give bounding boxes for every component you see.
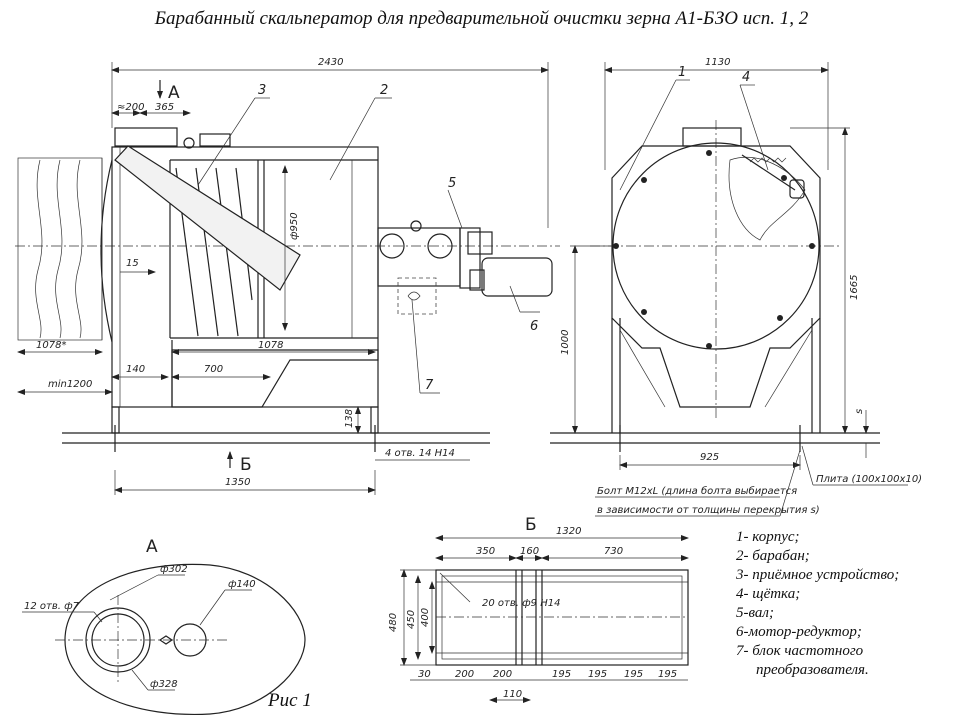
flange-outline <box>64 563 306 716</box>
dim-base-length: 1350 <box>225 477 250 488</box>
legend-item: 3- приёмное устройство; <box>736 567 900 583</box>
dim-drum-length: 1078 <box>258 340 283 351</box>
dim-overall-length: 2430 <box>318 57 343 68</box>
view-a-label: А <box>146 537 158 557</box>
dim-holes-a: 12 отв. ф7 <box>24 601 80 612</box>
dim-inner-offset: 140 <box>126 364 145 375</box>
dim-gap: 15 <box>126 258 139 269</box>
dim-b-160: 160 <box>520 546 539 557</box>
dim-leg-height: 138 <box>344 409 355 428</box>
section-mark-b: Б <box>240 455 252 475</box>
dim-inlet-width: 365 <box>155 102 174 113</box>
dim-drum-pull-length: 1078* <box>36 340 66 351</box>
dim-b-195a: 195 <box>552 669 571 680</box>
dim-overall-length-b: 1320 <box>556 526 581 537</box>
dim-b-450: 450 <box>406 610 417 629</box>
section-mark-a: А <box>168 83 180 103</box>
inlet-chute <box>114 145 301 291</box>
dim-floor-thickness: s <box>854 409 865 414</box>
frequency-converter-box <box>397 277 437 315</box>
dim-small-diameter: ф140 <box>228 579 256 590</box>
dim-b-195b: 195 <box>588 669 607 680</box>
motor-reducer <box>481 257 553 297</box>
dim-b-195c: 195 <box>624 669 643 680</box>
legend-item: преобразователя. <box>756 662 869 678</box>
drawing-title: Барабанный скальператор для предваритель… <box>154 8 809 29</box>
figure-caption: Рис 1 <box>268 690 312 711</box>
dim-drum-diameter: ф950 <box>289 212 300 240</box>
legend-item: 7- блок частотного <box>736 643 864 659</box>
view-b: Б 1320 350 160 730 480 450 400 20 отв. ф… <box>388 515 689 703</box>
inlet-flange-front <box>682 127 742 147</box>
legend-item: 6-мотор-редуктор; <box>736 624 862 640</box>
dim-outer-diameter: ф328 <box>150 679 178 690</box>
dim-b-110: 110 <box>503 689 522 700</box>
dim-hopper-length: 700 <box>204 364 223 375</box>
dim-b-350: 350 <box>476 546 495 557</box>
callout-2: 2 <box>380 83 388 98</box>
dim-holes-b: 20 отв. ф9 Н14 <box>482 598 560 609</box>
legend-item: 5-вал; <box>736 605 774 621</box>
dim-inlet-offset: ≈200 <box>117 102 144 113</box>
dim-mount-holes: 4 отв. 14 Н14 <box>385 448 455 459</box>
view-b-label: Б <box>525 515 537 535</box>
callout-5: 5 <box>448 176 456 191</box>
parts-legend: 1- корпус; 2- барабан; 3- приёмное устро… <box>736 528 899 680</box>
legend-item: 1- корпус; <box>736 529 800 545</box>
dim-overall-height: 1665 <box>849 275 860 300</box>
dim-overall-width: 1130 <box>705 57 730 68</box>
callout-3: 3 <box>258 83 266 98</box>
discharge-hopper <box>171 349 379 408</box>
brush-cutaway <box>728 157 806 241</box>
callout-7: 7 <box>425 378 434 393</box>
dim-b-480: 480 <box>388 613 399 632</box>
dim-inner-diameter: ф302 <box>160 564 188 575</box>
inlet-flange <box>114 127 178 147</box>
side-view: А Б 2430 ≈200 365 ф950 15 1078 700 140 m… <box>15 57 560 495</box>
dim-b-400: 400 <box>420 608 431 627</box>
callout-6: 6 <box>530 319 538 334</box>
front-view: 1130 1665 1000 s 925 Болт М12хL (длина б… <box>550 57 922 517</box>
dim-b-200a: 200 <box>455 669 474 680</box>
bolt-note-line2: в зависимости от толщины перекрытия s) <box>597 505 820 516</box>
dim-b-195d: 195 <box>658 669 677 680</box>
callout-4: 4 <box>742 70 750 85</box>
dim-clearance: min1200 <box>48 379 92 390</box>
callout-1: 1 <box>678 65 686 80</box>
dim-b-730: 730 <box>604 546 623 557</box>
plate-note: Плита (100х100х10) <box>816 474 922 485</box>
drum-pullout-ghost <box>17 157 103 341</box>
legend-item: 2- барабан; <box>736 548 810 564</box>
dim-axis-height: 1000 <box>560 330 571 355</box>
legend-item: 4- щётка; <box>736 586 801 602</box>
base-plate-outer <box>435 569 689 666</box>
dim-b-30: 30 <box>418 669 431 680</box>
housing-outline <box>611 145 821 408</box>
bolt-note-line1: Болт М12хL (длина болта выбирается <box>597 485 797 497</box>
view-a: А ф302 ф140 12 отв. ф7 ф328 <box>22 537 306 716</box>
dim-b-200b: 200 <box>493 669 512 680</box>
dim-leg-span: 925 <box>700 452 719 463</box>
